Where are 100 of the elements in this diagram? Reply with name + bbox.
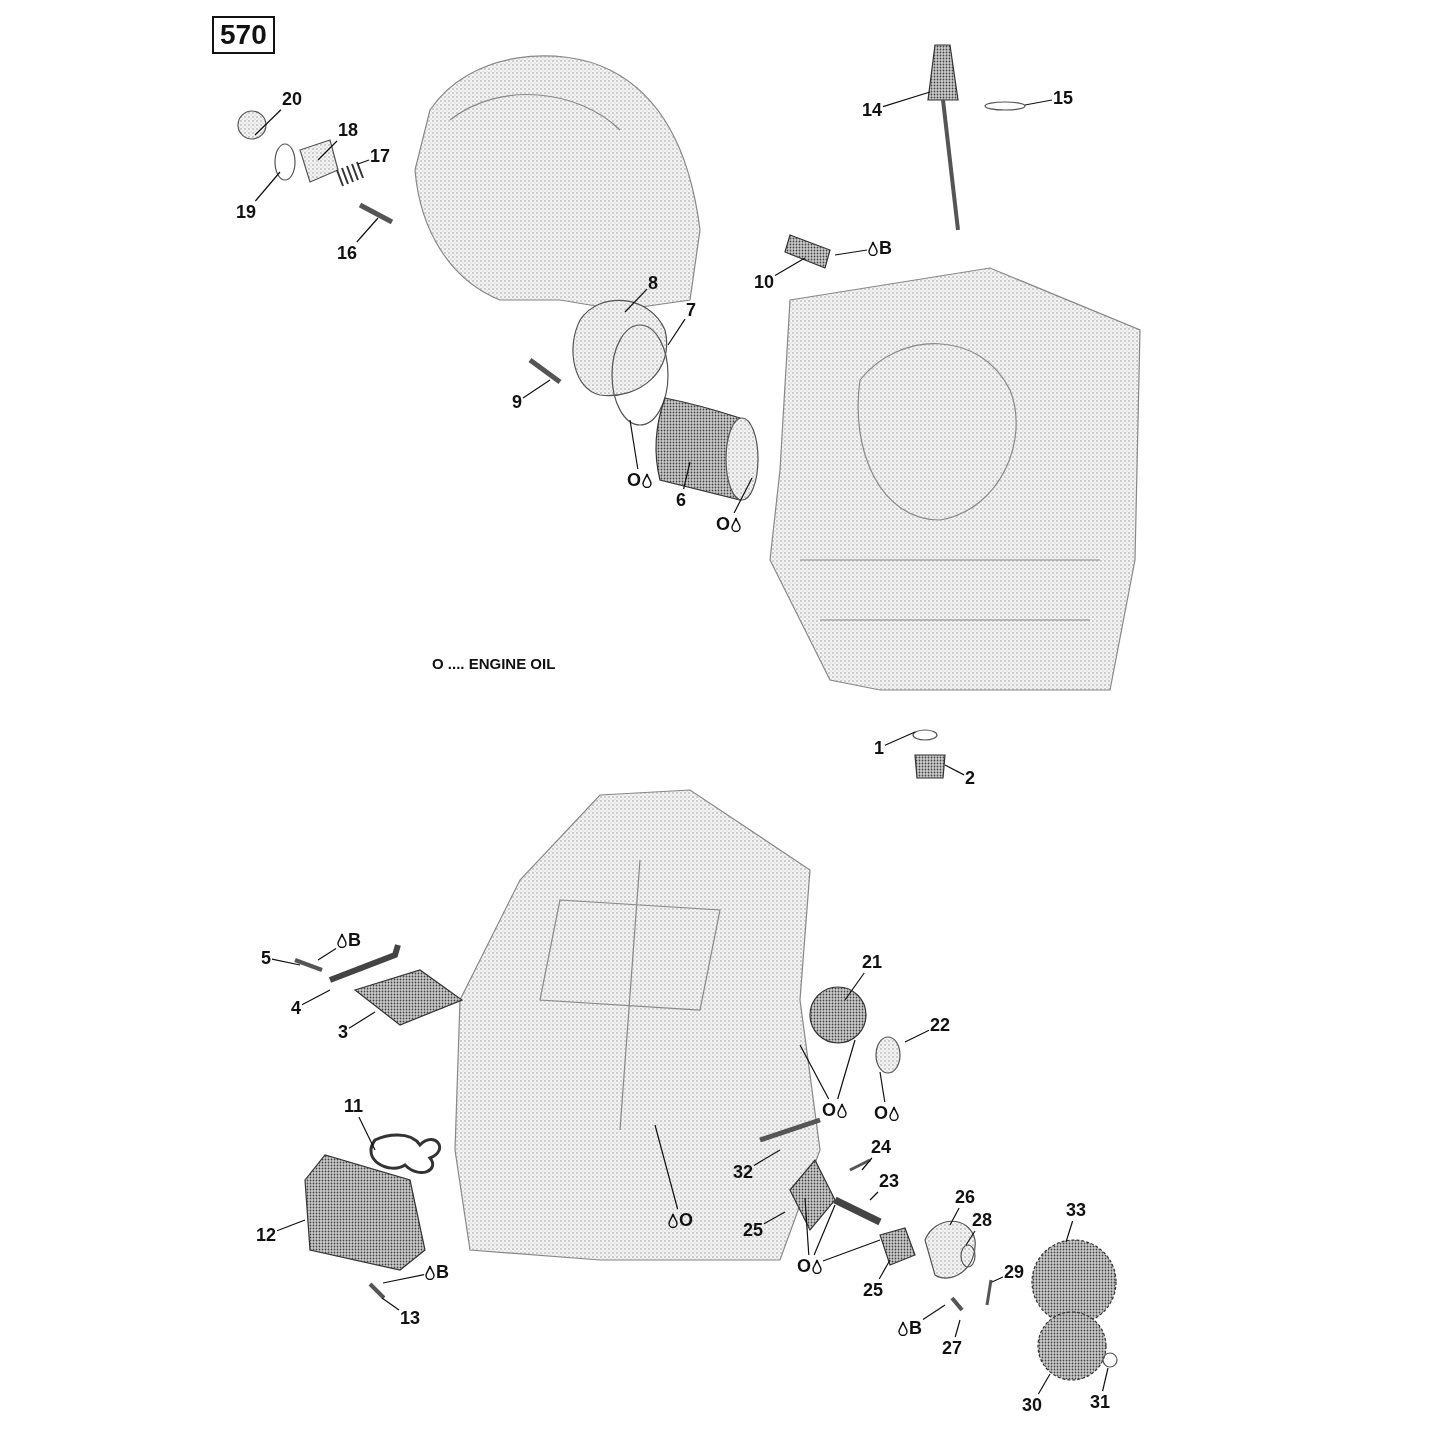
callout-number: 28 xyxy=(972,1210,993,1230)
lubricant-code: O xyxy=(874,1103,888,1123)
leader-line xyxy=(381,1297,400,1311)
callout-number: 9 xyxy=(512,392,522,412)
leader-line xyxy=(733,477,753,514)
callout-number: 2 xyxy=(965,768,975,788)
leader-line xyxy=(813,1204,836,1256)
lubricant-mark xyxy=(425,1262,449,1282)
lubricant-code: O xyxy=(716,514,730,534)
leader-line xyxy=(358,1116,376,1151)
leader-line xyxy=(301,989,331,1006)
callout-number: 32 xyxy=(733,1162,754,1182)
lubricant-code: B xyxy=(436,1262,449,1282)
page-number: 570 xyxy=(212,16,275,54)
callout-number: 8 xyxy=(648,273,658,293)
leader-line xyxy=(271,958,301,966)
leader-line xyxy=(799,1044,830,1100)
lubricant-code: B xyxy=(909,1318,922,1338)
leader-line xyxy=(944,764,965,776)
callout-number: 29 xyxy=(1004,1262,1025,1282)
leader-line xyxy=(822,1239,881,1262)
leader-line xyxy=(844,972,865,1001)
leader-line xyxy=(774,257,806,277)
callout-number: 21 xyxy=(862,952,883,972)
leader-line xyxy=(348,1011,376,1029)
callout-number: 19 xyxy=(236,202,257,222)
leader-line xyxy=(879,1071,886,1103)
leader-line xyxy=(834,249,868,256)
leader-line xyxy=(753,1149,781,1166)
lubricant-mark xyxy=(337,930,361,950)
callout-number: 7 xyxy=(686,300,696,320)
leader-line xyxy=(654,1124,679,1210)
lubricant-mark xyxy=(874,1103,899,1123)
leader-line xyxy=(254,109,282,136)
lubricant-code: B xyxy=(879,238,892,258)
lubricant-code: O xyxy=(627,470,641,490)
leader-line xyxy=(683,461,691,490)
callout-number: 27 xyxy=(942,1338,963,1358)
callout-number: 25 xyxy=(743,1220,764,1240)
leader-line xyxy=(882,91,931,108)
lubricant-mark xyxy=(627,470,652,490)
leader-line xyxy=(317,947,337,961)
callout-number: 23 xyxy=(879,1171,900,1191)
leader-line xyxy=(965,1230,976,1246)
leader-line xyxy=(356,217,379,243)
lubricant-mark xyxy=(822,1100,847,1120)
leader-line xyxy=(1037,1373,1051,1395)
legend-note: O .... ENGINE OIL xyxy=(432,655,556,672)
leader-line xyxy=(522,379,551,399)
leader-line xyxy=(904,1029,930,1043)
callout-number: 24 xyxy=(871,1137,892,1157)
callout-number: 22 xyxy=(930,1015,951,1035)
leader-line xyxy=(804,1197,810,1256)
leader-line xyxy=(869,1191,879,1201)
lubricant-mark xyxy=(716,514,741,534)
callout-number: 12 xyxy=(256,1225,277,1245)
leader-line xyxy=(949,1207,960,1226)
leader-line xyxy=(1102,1367,1109,1392)
callout-number: 10 xyxy=(754,272,775,292)
lubricant-code: B xyxy=(348,930,361,950)
leader-line xyxy=(1065,1220,1074,1243)
callout-number: 31 xyxy=(1090,1392,1111,1412)
callout-number: 33 xyxy=(1066,1200,1087,1220)
lubricant-code: O xyxy=(822,1100,836,1120)
lubricant-mark xyxy=(868,238,892,258)
lubricant-mark xyxy=(668,1210,693,1230)
leader-line xyxy=(357,159,370,165)
leader-line xyxy=(317,140,338,161)
callout-number: 18 xyxy=(338,120,359,140)
leader-line xyxy=(861,1157,873,1171)
leader-line xyxy=(954,1319,961,1338)
lubricant-mark xyxy=(797,1256,822,1276)
callout-number: 5 xyxy=(261,948,271,968)
callout-number: 26 xyxy=(955,1187,976,1207)
callout-number: 17 xyxy=(370,146,391,166)
leader-line xyxy=(878,1259,891,1280)
lubricant-code: O xyxy=(679,1210,693,1230)
leader-line xyxy=(382,1274,425,1284)
leader-line xyxy=(624,288,648,313)
callout-number: 11 xyxy=(344,1096,364,1116)
lubricant-mark xyxy=(898,1318,922,1338)
callout-number: 1 xyxy=(874,738,884,758)
leader-line xyxy=(276,1219,306,1232)
callout-number: 6 xyxy=(676,490,686,510)
callout-number: 3 xyxy=(338,1022,348,1042)
callout-number: 30 xyxy=(1022,1395,1043,1415)
leader-line xyxy=(922,1304,946,1321)
lubricant-code: O xyxy=(797,1256,811,1276)
callout-number: 25 xyxy=(863,1280,884,1300)
leader-line xyxy=(991,1276,1004,1283)
callout-number: 13 xyxy=(400,1308,421,1328)
callout-number: 20 xyxy=(282,89,303,109)
callout-number: 4 xyxy=(291,998,301,1018)
leader-line xyxy=(1024,99,1053,106)
callout-number: 16 xyxy=(337,243,358,263)
callout-number: 14 xyxy=(862,100,883,120)
leader-line xyxy=(667,318,686,346)
leader-line xyxy=(837,1039,856,1100)
leader-line xyxy=(629,419,639,470)
leader-line xyxy=(763,1211,786,1225)
